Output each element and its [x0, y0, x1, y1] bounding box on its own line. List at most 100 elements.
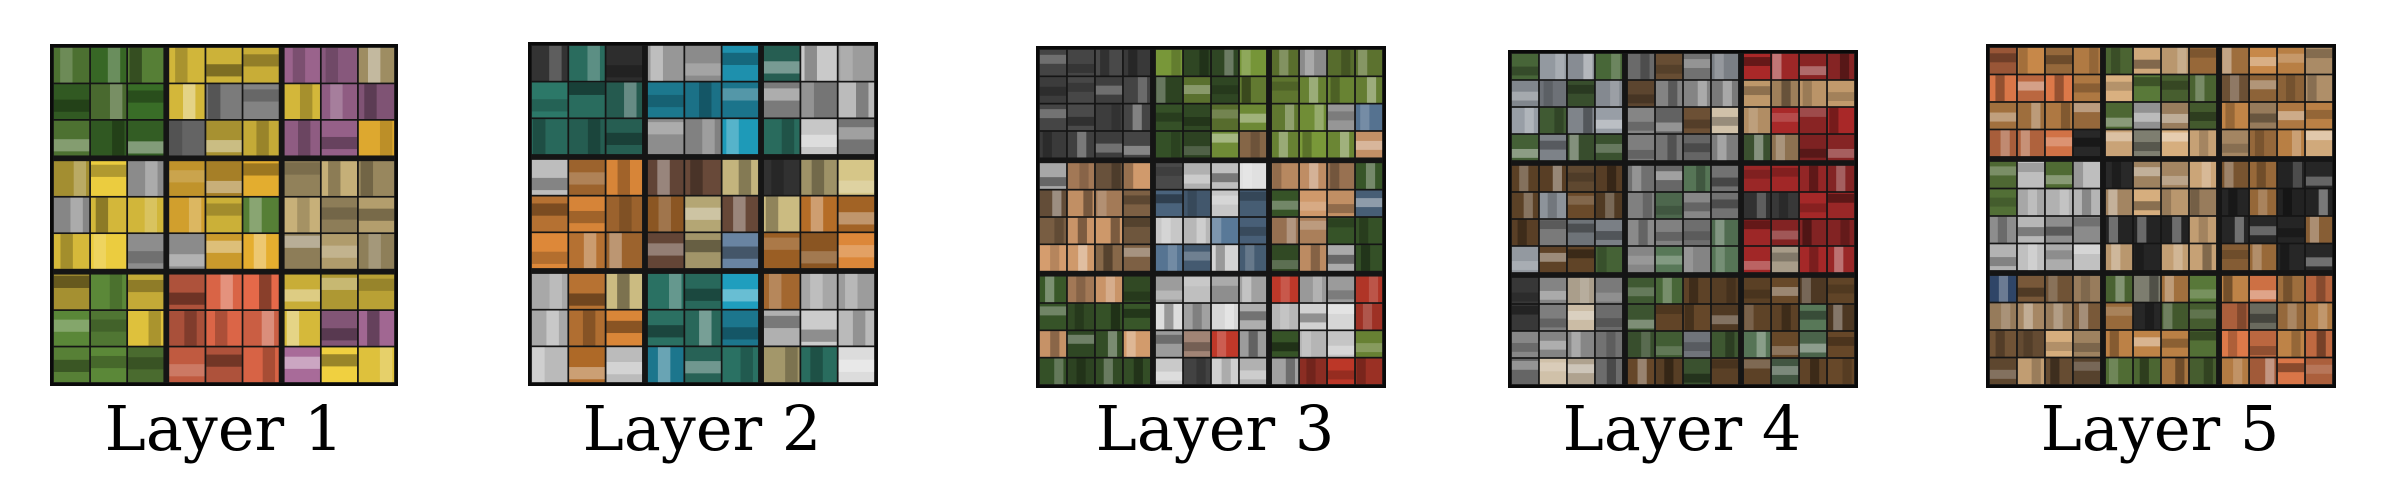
patch-texture: [259, 274, 272, 310]
patch-texture: [647, 122, 684, 135]
image-patch: [2277, 358, 2305, 385]
image-patch: [1827, 304, 1855, 331]
image-patch: [1095, 104, 1123, 131]
patch-texture: [60, 47, 73, 83]
image-patch: [1799, 107, 1827, 134]
patch-texture: [1327, 345, 1355, 355]
image-patch: [169, 120, 205, 156]
patch-texture: [2059, 189, 2069, 216]
patch-texture: [1580, 277, 1590, 304]
patch-texture: [145, 161, 158, 196]
patch-texture: [367, 47, 381, 83]
patch-texture: [1519, 165, 1529, 192]
image-patch: [1595, 80, 1623, 107]
patch-texture: [364, 84, 377, 120]
image-patch: [606, 196, 643, 232]
patch-texture: [726, 119, 739, 155]
patch-texture: [1597, 246, 1607, 273]
patch-texture: [647, 325, 684, 338]
image-patch: [2133, 358, 2161, 385]
patch-texture: [1684, 304, 1694, 331]
image-patch: [1039, 77, 1067, 103]
patch-texture: [1655, 205, 1683, 215]
image-patch: [685, 159, 721, 195]
patch-texture: [109, 84, 123, 120]
patch-texture: [1640, 53, 1650, 80]
image-patch: [1627, 331, 1655, 358]
patch-texture: [2089, 47, 2099, 74]
image-patch: [2133, 47, 2161, 74]
patch-texture: [90, 355, 127, 369]
patch-texture: [1110, 303, 1121, 330]
image-patch: [1827, 219, 1855, 246]
patch-texture: [261, 310, 275, 346]
image-patch: [838, 45, 875, 81]
image-patch: [284, 84, 320, 120]
patch-texture: [2053, 303, 2063, 330]
image-patch: [1827, 134, 1855, 161]
image-patch: [2305, 189, 2333, 216]
patch-texture: [1539, 252, 1567, 262]
patch-texture: [1187, 190, 1197, 217]
patch-texture: [690, 159, 703, 195]
patch-texture: [321, 277, 358, 290]
image-patch: [2305, 275, 2333, 302]
patch-texture: [1771, 366, 1799, 375]
patch-texture: [2144, 303, 2155, 330]
patch-texture: [2249, 313, 2277, 323]
image-patch: [1827, 80, 1855, 107]
patch-texture: [738, 159, 752, 195]
image-patch: [1271, 77, 1299, 103]
image-patch: [2277, 244, 2305, 271]
image-patch: [2189, 47, 2217, 74]
patch-texture: [838, 180, 875, 193]
patch-texture: [2172, 216, 2182, 243]
patch-texture: [1239, 370, 1267, 380]
image-patch: [1355, 245, 1383, 271]
image-patch: [685, 347, 721, 383]
patch-texture: [2222, 47, 2232, 74]
patch-texture: [1304, 49, 1315, 76]
image-patch: [1771, 80, 1799, 107]
patch-texture: [1539, 362, 1567, 372]
image-patch: [1799, 165, 1827, 192]
image-patch: [1067, 303, 1095, 330]
patch-texture: [1722, 80, 1732, 107]
patch-texture: [1772, 53, 1782, 80]
patch-texture: [2254, 130, 2265, 157]
image-patch: [2305, 161, 2333, 188]
patch-texture: [2050, 358, 2060, 385]
patch-texture: [1052, 190, 1062, 217]
image-patch: [569, 82, 605, 118]
image-patch: [1511, 246, 1539, 273]
image-patch: [1155, 303, 1183, 330]
patch-texture: [53, 359, 90, 372]
patch-texture: [1078, 245, 1088, 271]
image-patch: [2073, 130, 2101, 157]
image-patch: [1655, 134, 1683, 161]
image-patch: [1627, 165, 1655, 192]
patch-texture: [2305, 364, 2333, 374]
patch-texture: [2249, 113, 2277, 123]
image-patch: [1327, 217, 1355, 244]
patch-texture: [647, 243, 684, 256]
image-patch: [1539, 53, 1567, 80]
image-patch: [801, 233, 837, 269]
patch-texture: [702, 119, 715, 155]
patch-texture: [175, 47, 188, 83]
patch-texture: [1655, 171, 1683, 181]
image-patch: [1327, 104, 1355, 131]
patch-texture: [685, 63, 721, 76]
image-patch: [2105, 102, 2133, 129]
patch-texture: [685, 361, 721, 374]
layer-1-visualization-grid: [50, 44, 398, 386]
image-patch: [1123, 77, 1151, 103]
patch-texture: [1211, 85, 1239, 95]
image-patch: [685, 273, 721, 309]
patch-texture: [810, 196, 824, 232]
image-patch: [1683, 107, 1711, 134]
patch-texture: [624, 82, 637, 118]
patch-texture: [2023, 330, 2033, 357]
image-patch: [1239, 217, 1267, 244]
image-patch: [647, 159, 684, 195]
